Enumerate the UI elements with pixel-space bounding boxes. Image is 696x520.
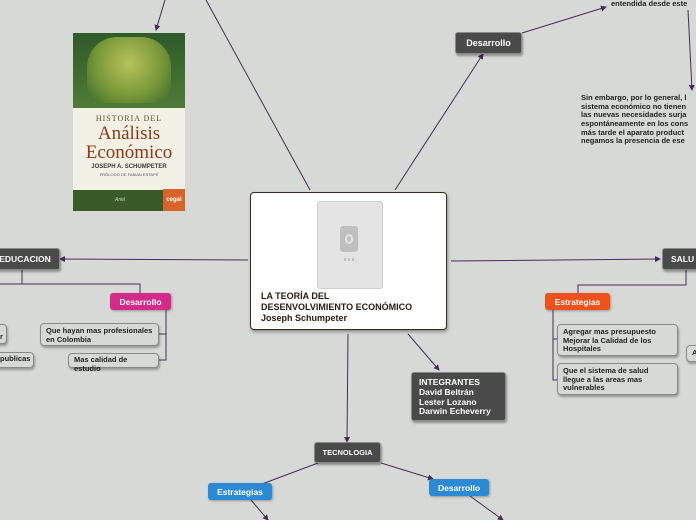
line-to-desarrollo-top bbox=[394, 53, 484, 191]
member-name: Darwin Echeverry bbox=[419, 406, 491, 417]
line-right-vertical bbox=[687, 9, 695, 91]
central-title: LA TEORÍA DEL DESENVOLVIMIENTO ECONÓMICO… bbox=[261, 291, 413, 323]
education-leaf-profesionales[interactable]: Que hayan mas profesionales en Colombia bbox=[40, 323, 159, 346]
line-tec-estrategias bbox=[261, 462, 319, 485]
camera-icon bbox=[340, 226, 358, 252]
line-desarrollo-to-entendida bbox=[521, 5, 607, 34]
line-salud-branch bbox=[577, 270, 687, 293]
line-tec-des-down bbox=[469, 495, 504, 520]
education-left-leaf-1[interactable]: r bbox=[0, 324, 7, 344]
salud-leaf-sistema[interactable]: Que el sistema de salud llegue a las are… bbox=[557, 363, 678, 395]
image-placeholder-icon bbox=[317, 201, 383, 289]
education-left-leaf-2[interactable]: publicas bbox=[0, 352, 34, 368]
book-prologue: PRÓLOGO DE FABIÁN ESTAPÉ bbox=[99, 172, 159, 177]
book-cover-illustration bbox=[87, 37, 171, 103]
line-to-educacion bbox=[59, 256, 249, 263]
entendida-text: entendida desde este bbox=[611, 0, 688, 8]
book-author: JOSEPH A. SCHUMPETER bbox=[91, 164, 167, 170]
education-desarrollo-label[interactable]: Desarrollo bbox=[110, 293, 171, 310]
line-to-salud bbox=[450, 256, 661, 263]
book-cover-image: HISTORIA DEL Análisis Económico JOSEPH A… bbox=[73, 33, 185, 211]
book-title-b: Económico bbox=[85, 142, 173, 163]
book-series: HISTORIA DEL bbox=[95, 114, 163, 123]
integrantes-box[interactable]: INTEGRANTES David Beltrán Lester Lozano … bbox=[411, 372, 506, 421]
line-tec-est-down bbox=[250, 499, 269, 520]
tecnologia-desarrollo-label[interactable]: Desarrollo bbox=[429, 479, 489, 496]
sin-embargo-paragraph: Sin embargo, por lo general, l sistema e… bbox=[581, 93, 689, 146]
line-to-tecnologia bbox=[344, 333, 351, 443]
integrantes-title: INTEGRANTES bbox=[419, 377, 480, 387]
topic-desarrollo-top[interactable]: Desarrollo bbox=[455, 32, 522, 54]
central-topic[interactable]: LA TEORÍA DEL DESENVOLVIMIENTO ECONÓMICO… bbox=[250, 192, 447, 330]
book-publisher-logo: cegal bbox=[163, 189, 185, 211]
line-tec-desarrollo bbox=[380, 462, 434, 481]
line-edu-desarrollo-leaves bbox=[159, 310, 167, 361]
salud-right-leaf[interactable]: A bbox=[686, 345, 696, 362]
topic-tecnologia[interactable]: TECNOLOGIA bbox=[314, 442, 381, 463]
book-publisher: Ariel bbox=[115, 197, 126, 203]
book-title-a: Análisis bbox=[97, 123, 161, 144]
line-to-book bbox=[154, 0, 166, 31]
line-to-integrantes bbox=[407, 333, 440, 371]
topic-salud[interactable]: SALU bbox=[662, 248, 696, 270]
line-salud-leaves bbox=[552, 310, 557, 381]
tecnologia-estrategias-label[interactable]: Estrategias bbox=[208, 483, 272, 500]
line-top-left bbox=[205, 0, 311, 191]
topic-educacion[interactable]: EDUCACION bbox=[0, 248, 60, 270]
education-leaf-calidad[interactable]: Mas calidad de estudio bbox=[68, 353, 159, 372]
salud-leaf-presupuesto[interactable]: Agregar mas presupuesto Mejorar la Calid… bbox=[557, 324, 678, 356]
member-name: Lester Lozano bbox=[419, 396, 477, 407]
salud-estrategias-label[interactable]: Estrategias bbox=[545, 293, 610, 310]
member-name: David Beltrán bbox=[419, 386, 474, 397]
line-educacion-branch bbox=[21, 270, 141, 293]
